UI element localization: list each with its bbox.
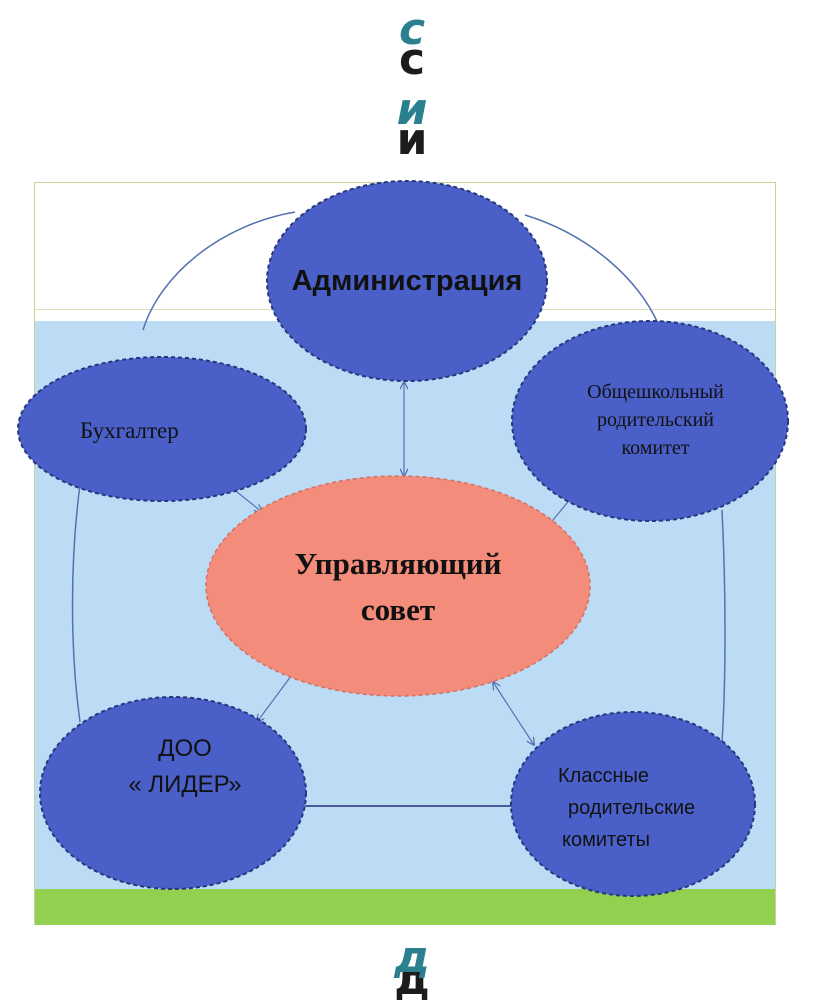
connector-admin-accountant bbox=[142, 211, 296, 331]
node-governing-council bbox=[205, 475, 591, 697]
label-administration-text: Администрация bbox=[291, 264, 523, 297]
label-governing-council: Управляющий совет bbox=[236, 536, 560, 638]
top-glyph-1-front: с bbox=[398, 4, 426, 55]
connector-accountant-doo bbox=[71, 484, 81, 723]
top-glyph-2: и и bbox=[372, 84, 452, 162]
label-accountant-text: Бухгалтер bbox=[80, 418, 179, 443]
node-administration bbox=[266, 180, 548, 382]
bottom-glyph-1-front: д bbox=[394, 932, 430, 983]
node-class-parent-committees bbox=[510, 711, 756, 897]
label-doo-leader: ДОО « ЛИДЕР» bbox=[85, 722, 285, 812]
bottom-glyph-1-shadow: д bbox=[394, 954, 430, 1005]
arrow-accountant-council bbox=[231, 487, 262, 512]
node-doo-leader bbox=[39, 696, 307, 890]
label-class-parent-committees: Классные родительские комитеты bbox=[548, 758, 738, 858]
label-accountant: Бухгалтер bbox=[40, 405, 250, 457]
label-school-parent-committee: Общешкольный родительский комитет bbox=[548, 365, 763, 475]
label-doo-leader-line-1: ДОО bbox=[158, 735, 212, 762]
top-glyph-1-shadow: с bbox=[398, 34, 426, 85]
top-glyph-2-front: и bbox=[396, 84, 428, 135]
label-class-parent-committees-line-2: родительские bbox=[568, 797, 696, 819]
top-glyph-1: с с bbox=[372, 4, 452, 82]
label-class-parent-committees-line-3: комитеты bbox=[562, 829, 650, 851]
label-administration: Администрация bbox=[267, 245, 547, 317]
label-class-parent-committees-line-1: Классные bbox=[558, 765, 649, 787]
label-school-parent-committee-line-3: комитет bbox=[621, 437, 690, 459]
label-governing-council-line-2: совет bbox=[360, 592, 436, 627]
label-doo-leader-line-2: « ЛИДЕР» bbox=[128, 771, 242, 798]
arrow-class-council bbox=[493, 682, 534, 745]
connector-admin-parent-committee bbox=[524, 214, 661, 329]
bottom-glyph-1: д д bbox=[372, 932, 452, 1005]
node-school-parent-committee bbox=[511, 320, 789, 522]
connector-parent-committee-class bbox=[721, 509, 726, 743]
top-glyph-2-shadow: и bbox=[396, 114, 428, 165]
label-school-parent-committee-line-2: родительский bbox=[596, 409, 715, 431]
node-accountant bbox=[17, 356, 307, 502]
label-governing-council-line-1: Управляющий bbox=[294, 546, 502, 581]
label-school-parent-committee-line-1: Общешкольный bbox=[587, 381, 724, 403]
